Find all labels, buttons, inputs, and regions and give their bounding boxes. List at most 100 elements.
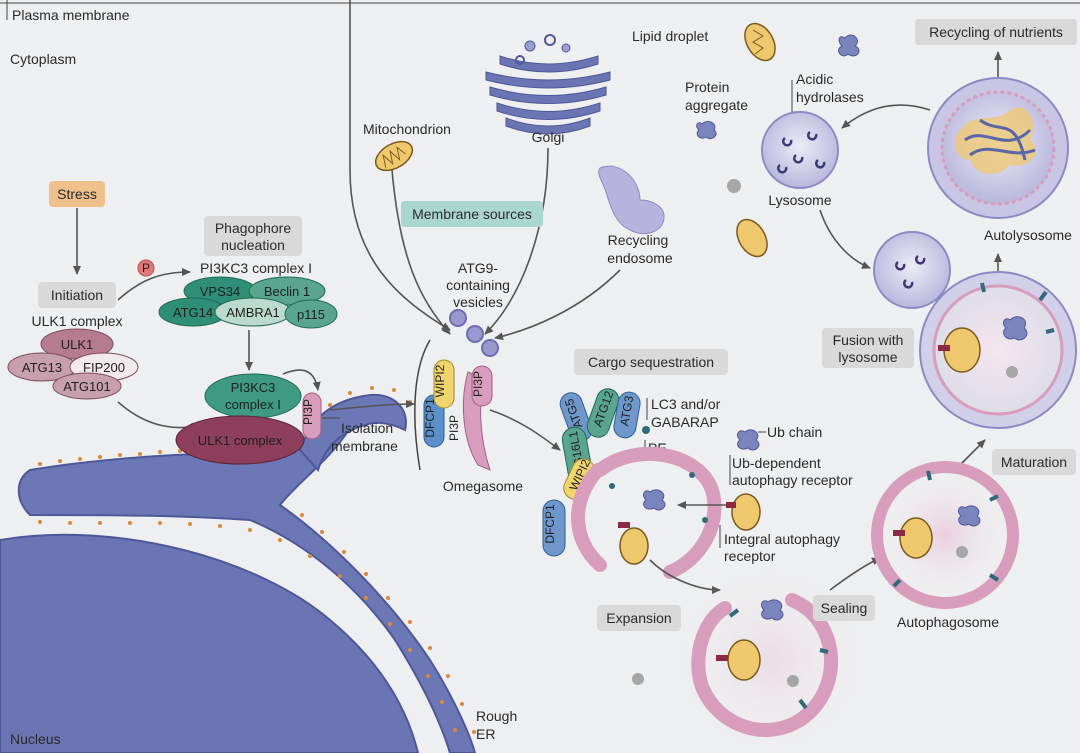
lc3-label-1: LC3 and/or [651, 396, 721, 412]
svg-text:ATG9-: ATG9- [458, 260, 499, 276]
svg-text:Maturation: Maturation [1001, 454, 1067, 470]
membrane-sources-box: Membrane sources [401, 201, 543, 227]
integral-receptor-label-2: receptor [724, 548, 776, 564]
nucleus-label: Nucleus [10, 731, 61, 747]
rough-er-label-1: Rough [476, 708, 517, 724]
svg-text:Recycling of nutrients: Recycling of nutrients [929, 24, 1063, 40]
expansion-box: Expansion [597, 605, 681, 631]
sealing-phagophore [670, 560, 870, 753]
golgi: Golgi [485, 34, 611, 145]
lysosome: Lysosome [761, 111, 839, 208]
svg-text:P: P [142, 261, 150, 275]
protein-aggregate-small-2 [696, 121, 717, 140]
svg-text:Fusion with: Fusion with [833, 332, 904, 348]
debris-dot-2 [632, 673, 644, 685]
plasma-membrane: Plasma membrane Cytoplasm [0, 0, 1080, 67]
svg-text:PI3KC3: PI3KC3 [231, 380, 276, 395]
integral-receptor-mito [726, 493, 761, 531]
omegasome-to-cargo-arrow [489, 409, 561, 451]
svg-text:Initiation: Initiation [51, 287, 103, 303]
phospho-p: P [137, 259, 155, 277]
svg-text:nucleation: nucleation [221, 237, 285, 253]
pi3kc3-complex-label: PI3KC3 complex I [200, 260, 312, 276]
pi3kc3-complex-top: VPS34 Beclin 1 ATG14 AMBRA1 p115 [158, 276, 338, 329]
svg-text:Expansion: Expansion [606, 610, 671, 626]
stress-box: Stress [49, 181, 105, 207]
golgi-label: Golgi [532, 129, 565, 145]
ulk1-complex-title: ULK1 complex [31, 313, 122, 329]
pi3kc3-complex-bottom: PI3KC3 complex I ULK1 complex [175, 373, 305, 465]
ub-chain: Ub chain [737, 424, 822, 451]
omegasome: DFCP1 WIPI2 PI3P PI3P PI3P Omegasome [414, 339, 523, 494]
pi3p-small: PI3P [301, 392, 322, 440]
lc3-dot [642, 426, 650, 434]
recycling-nutrients-box: Recycling of nutrients [915, 19, 1077, 45]
svg-text:PI3P: PI3P [447, 415, 461, 441]
svg-text:PI3P: PI3P [471, 371, 485, 397]
svg-text:ATG13: ATG13 [22, 360, 62, 375]
protein-aggregate-label-1: Protein [685, 79, 729, 95]
lc3-label-2: GABARAP [651, 414, 719, 430]
sealing-box: Sealing [813, 595, 875, 621]
svg-text:vesicles: vesicles [453, 294, 503, 310]
lipid-droplet-mito-1 [744, 22, 776, 62]
svg-text:FIP200: FIP200 [83, 360, 125, 375]
ulk1-complex-left: ULK1 ATG13 FIP200 ATG101 [7, 328, 139, 400]
autolysosome-label: Autolysosome [984, 227, 1072, 243]
svg-text:PI3P: PI3P [301, 399, 315, 425]
plasma-membrane-source-arrow [349, 0, 451, 331]
svg-text:Sealing: Sealing [821, 600, 868, 616]
complex-curve-arrow [282, 369, 321, 391]
phagophore-nucleation-box: Phagophore nucleation [204, 216, 302, 256]
lysosome-to-fusion-arrow [819, 209, 871, 269]
growing-phagophore [571, 446, 722, 579]
ub-chain-label: Ub chain [767, 424, 822, 440]
omegasome-label: Omegasome [443, 478, 523, 494]
isolation-membrane-label-2: membrane [331, 438, 398, 454]
recycling-endosome: Recycling endosome [598, 165, 673, 266]
atg9-vesicles: ATG9- containing vesicles [446, 260, 510, 357]
svg-text:Cargo sequestration: Cargo sequestration [588, 354, 714, 370]
svg-text:AMBRA1: AMBRA1 [226, 305, 279, 320]
ub-receptor-label-2: autophagy receptor [732, 472, 853, 488]
protein-aggregate-small-1 [838, 34, 860, 57]
autophagosome-label: Autophagosome [897, 614, 999, 630]
svg-text:Recycling: Recycling [608, 232, 669, 248]
autolysosome-to-lysosome-arrow [841, 104, 931, 129]
svg-text:p115: p115 [297, 307, 325, 322]
golgi-source-arrow [484, 147, 549, 335]
svg-text:ATG3: ATG3 [617, 394, 636, 427]
initiation-to-nucleation-arrow [117, 268, 191, 301]
svg-text:DFCP1: DFCP1 [423, 398, 437, 438]
svg-text:complex I: complex I [225, 397, 281, 412]
atg-conjugation-complex: ATG5 ATG12 ATG3 ATG16L1 WIPI2 DFCP1 [542, 388, 641, 557]
acidic-hydrolases-label-1: Acidic [796, 71, 833, 87]
svg-text:ATG101: ATG101 [63, 379, 110, 394]
integral-receptor-label-1: Integral autophagy [724, 531, 840, 547]
lipid-droplet-label: Lipid droplet [632, 28, 708, 44]
svg-text:Beclin 1: Beclin 1 [264, 284, 310, 299]
cytoplasm-label: Cytoplasm [10, 51, 76, 67]
sealing-to-autophagosome-arrow [829, 557, 881, 591]
svg-text:lysosome: lysosome [838, 349, 897, 365]
plasma-membrane-label: Plasma membrane [12, 7, 130, 23]
svg-text:ATG14: ATG14 [173, 305, 213, 320]
protein-aggregate-label-2: aggregate [685, 97, 748, 113]
svg-text:endosome: endosome [607, 250, 673, 266]
svg-text:containing: containing [446, 277, 510, 293]
svg-text:Phagophore: Phagophore [215, 220, 292, 236]
mitochondrion: Mitochondrion [363, 121, 451, 172]
svg-text:ULK1: ULK1 [61, 337, 94, 352]
debris-dot-1 [727, 179, 741, 193]
mitochondrion-label: Mitochondrion [363, 121, 451, 137]
acidic-hydrolases-label-2: hydrolases [796, 89, 864, 105]
svg-text:VPS34: VPS34 [200, 284, 240, 299]
ulk1-to-phagophore-arrow [117, 401, 201, 431]
svg-text:DFCP1: DFCP1 [543, 504, 557, 544]
rough-er-label-2: ER [476, 726, 495, 742]
svg-text:ULK1 complex: ULK1 complex [198, 433, 283, 448]
cargo-sequestration-box: Cargo sequestration [574, 349, 728, 375]
initiation-box: Initiation [38, 282, 116, 308]
lipid-droplet-mito-2 [736, 218, 768, 258]
